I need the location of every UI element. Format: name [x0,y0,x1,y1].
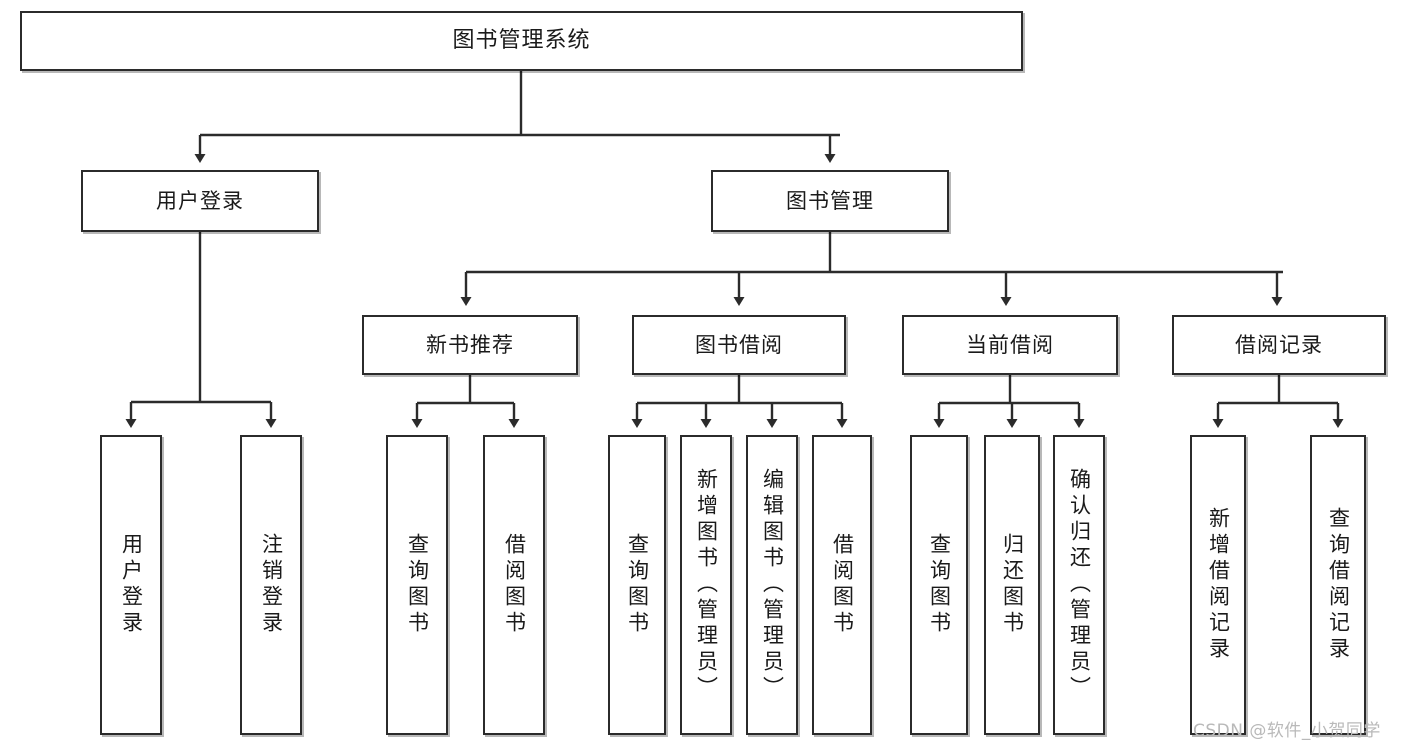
node-leaf-return-books[interactable]: 归还图书 [984,435,1040,735]
node-leaf-confirm-return-admin[interactable]: 确认归还（管理员） [1053,435,1105,735]
node-leaf-add-book-admin[interactable]: 新增图书（管理员） [680,435,732,735]
node-leaf-query-borrow-record-label: 查询借阅记录 [1326,507,1351,663]
node-leaf-query-books-current-label: 查询图书 [927,533,952,637]
node-current-borrow[interactable]: 当前借阅 [902,315,1118,375]
node-book-borrow-label: 图书借阅 [695,332,783,357]
node-user-login[interactable]: 用户登录 [81,170,319,232]
node-leaf-add-book-admin-label: 新增图书（管理员） [694,468,719,702]
node-leaf-query-books-rec-label: 查询图书 [405,533,430,637]
node-book-borrow[interactable]: 图书借阅 [632,315,846,375]
node-leaf-query-borrow-record[interactable]: 查询借阅记录 [1310,435,1366,735]
node-leaf-user-login-label: 用户登录 [119,533,144,637]
node-borrow-record-label: 借阅记录 [1235,332,1323,357]
node-leaf-query-books-borrow-label: 查询图书 [625,533,650,637]
node-leaf-user-login[interactable]: 用户登录 [100,435,162,735]
node-leaf-query-books-rec[interactable]: 查询图书 [386,435,448,735]
node-root[interactable]: 图书管理系统 [20,11,1023,71]
node-leaf-edit-book-admin-label: 编辑图书（管理员） [760,468,785,702]
node-leaf-confirm-return-admin-label: 确认归还（管理员） [1067,468,1092,702]
csdn-watermark: CSDN @软件_小贺同学 [1193,721,1381,741]
node-leaf-borrow-books-borrow-label: 借阅图书 [830,533,855,637]
node-leaf-borrow-books-rec-label: 借阅图书 [502,533,527,637]
node-leaf-query-books-borrow[interactable]: 查询图书 [608,435,666,735]
node-leaf-add-borrow-record-label: 新增借阅记录 [1206,507,1231,663]
node-leaf-edit-book-admin[interactable]: 编辑图书（管理员） [746,435,798,735]
node-leaf-logout-label: 注销登录 [259,533,284,637]
node-book-manage-label: 图书管理 [786,188,874,213]
node-leaf-return-books-label: 归还图书 [1000,533,1025,637]
node-leaf-borrow-books-borrow[interactable]: 借阅图书 [812,435,872,735]
node-root-label: 图书管理系统 [452,27,591,53]
node-leaf-logout[interactable]: 注销登录 [240,435,302,735]
node-borrow-record[interactable]: 借阅记录 [1172,315,1386,375]
node-leaf-borrow-books-rec[interactable]: 借阅图书 [483,435,545,735]
node-new-book-recommend-label: 新书推荐 [426,332,514,357]
node-new-book-recommend[interactable]: 新书推荐 [362,315,578,375]
node-book-manage[interactable]: 图书管理 [711,170,949,232]
node-leaf-query-books-current[interactable]: 查询图书 [910,435,968,735]
node-user-login-label: 用户登录 [156,188,244,213]
node-leaf-add-borrow-record[interactable]: 新增借阅记录 [1190,435,1246,735]
node-current-borrow-label: 当前借阅 [966,332,1054,357]
